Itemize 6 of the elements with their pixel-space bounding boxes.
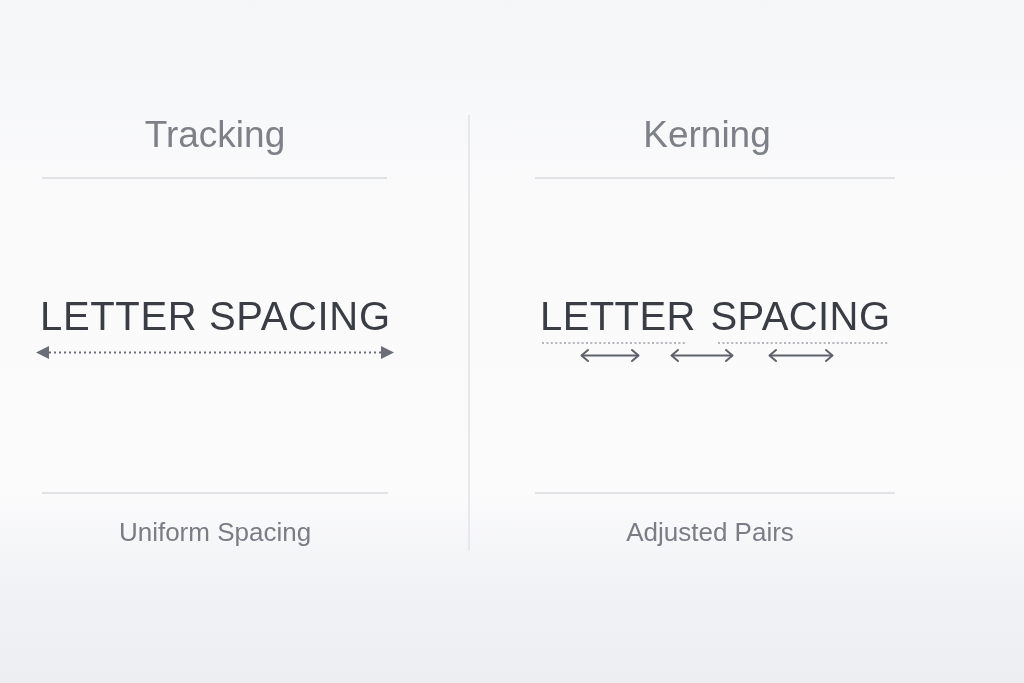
column-heading: Tracking [144,113,286,157]
column-heading: Kerning [643,113,771,157]
sample-text: LETTER SPACING [540,293,890,339]
column-caption: Adjusted Pairs [626,518,794,548]
sample-text: LETTER SPACING [40,293,390,339]
column-caption: Uniform Spacing [118,518,312,548]
